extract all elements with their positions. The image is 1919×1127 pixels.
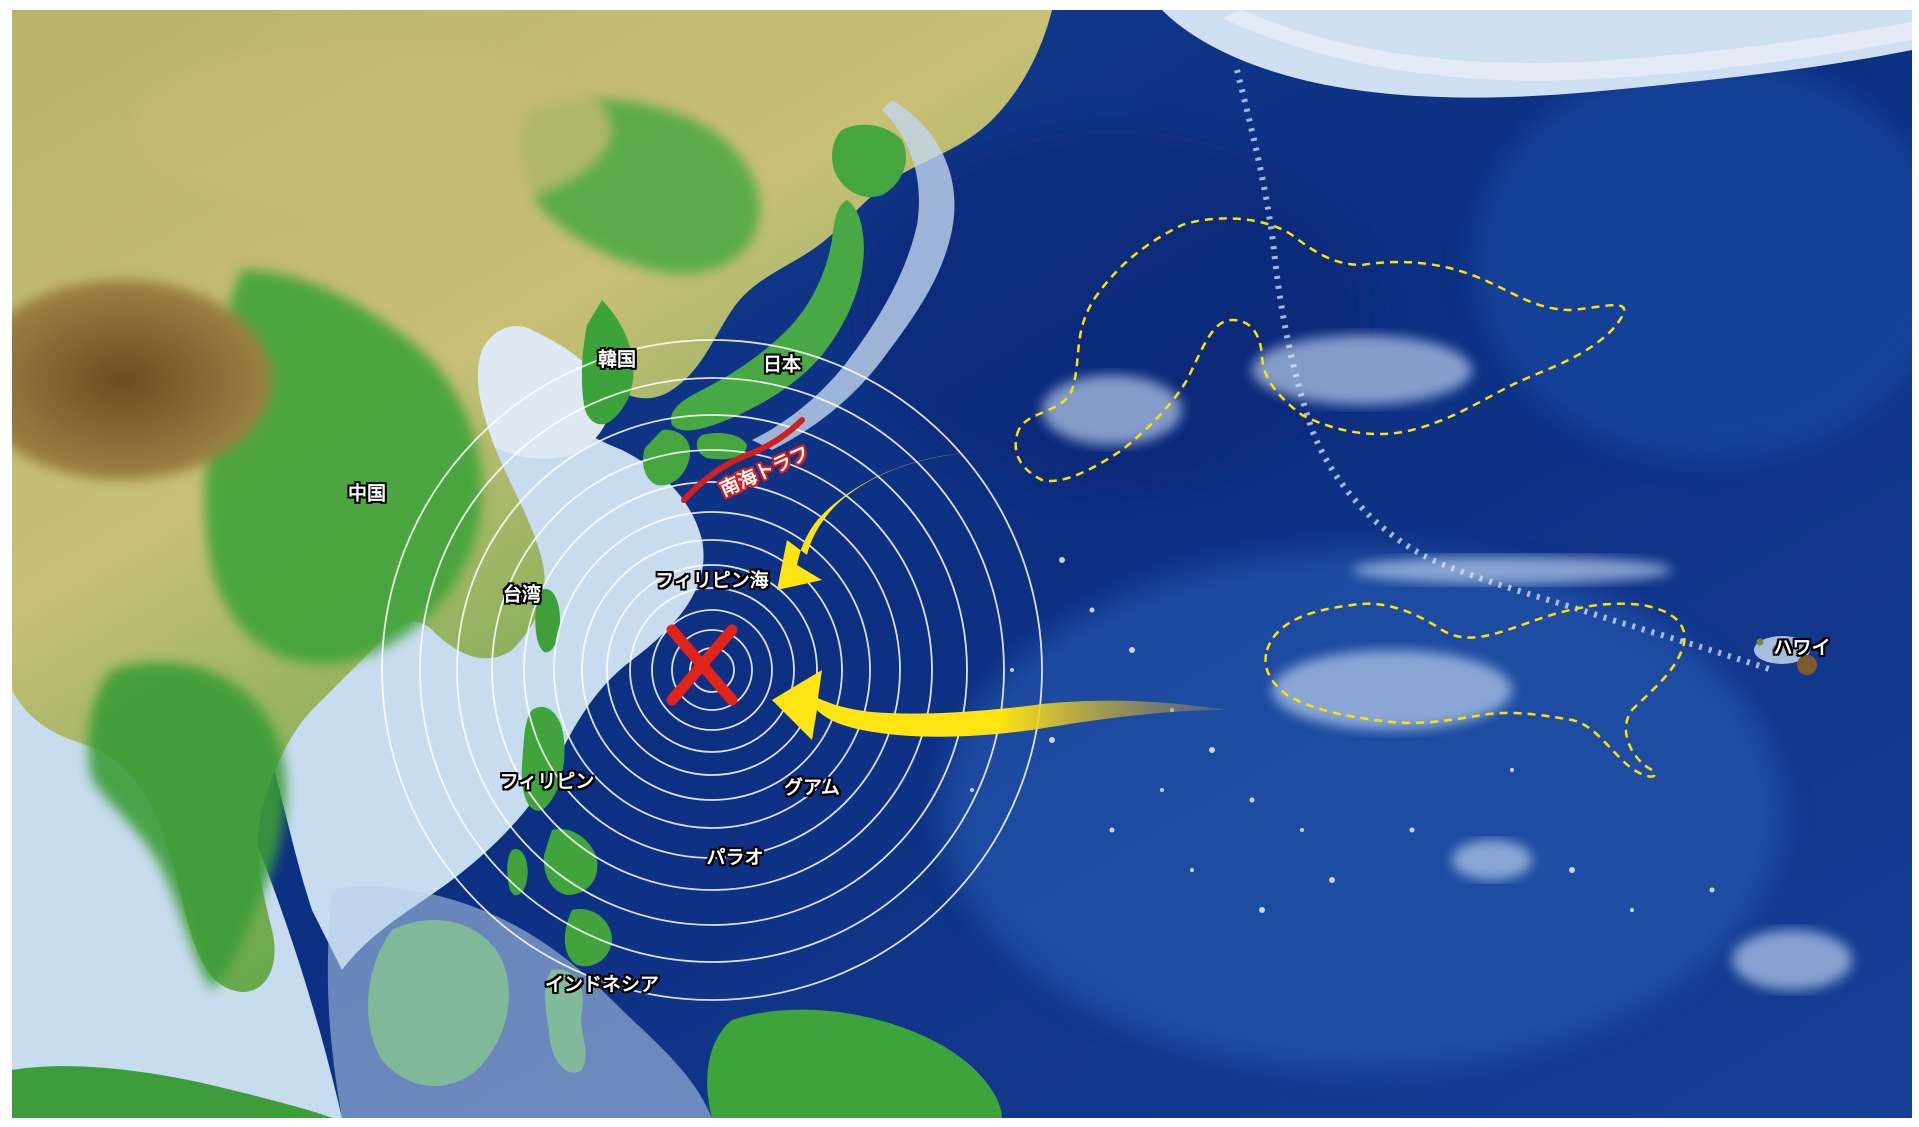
indonesia-shelf [327, 886, 712, 1118]
label-philippine-sea: フィリピン海 [655, 569, 769, 592]
label-korea: 韓国 [597, 348, 637, 371]
label-taiwan: 台湾 [502, 583, 542, 606]
source-zone-north [1014, 217, 1626, 483]
pacific-map [12, 10, 1912, 1118]
china-lowlands [204, 270, 482, 664]
label-china: 中国 [347, 482, 387, 505]
curved-arrow-icon [772, 670, 1227, 740]
label-hawaii: ハワイ [1773, 636, 1831, 659]
ocean-relief [852, 60, 1912, 1070]
tibetan-plateau [12, 280, 272, 480]
source-zone-south [1264, 602, 1686, 778]
aleutian-ridge [1222, 10, 1912, 81]
java-sumatra [12, 1066, 332, 1118]
label-palau: パラオ [706, 846, 764, 869]
north-shelf [1162, 10, 1912, 98]
seamounts [1042, 335, 1852, 990]
taiwan [535, 589, 560, 653]
label-japan: 日本 [762, 353, 802, 376]
map-frame: 韓国 日本 中国 南海トラフ フィリピン海 台湾 フィリピン グアム パラオ イ… [12, 10, 1912, 1118]
label-indonesia: インドネシア [544, 973, 660, 996]
new-guinea [707, 1009, 1002, 1118]
japan-hokkaido [832, 124, 906, 198]
japan-shikoku [696, 433, 747, 460]
nankai-trough-line [681, 417, 805, 503]
x-mark-icon [666, 624, 738, 706]
japan-shelf [752, 100, 955, 450]
label-philippines: フィリピン [499, 770, 595, 793]
label-guam: グアム [784, 776, 840, 799]
emperor-seamounts [1234, 69, 1773, 673]
indochina-green [88, 662, 286, 990]
philippines-islands [507, 706, 612, 967]
japan-kyushu [642, 429, 691, 486]
mongolian-plateau [132, 40, 612, 220]
hawaii-islands [1754, 636, 1817, 675]
japan-honshu [671, 200, 864, 431]
wave-rings [381, 339, 1043, 1001]
curved-arrow-icon [777, 452, 977, 590]
